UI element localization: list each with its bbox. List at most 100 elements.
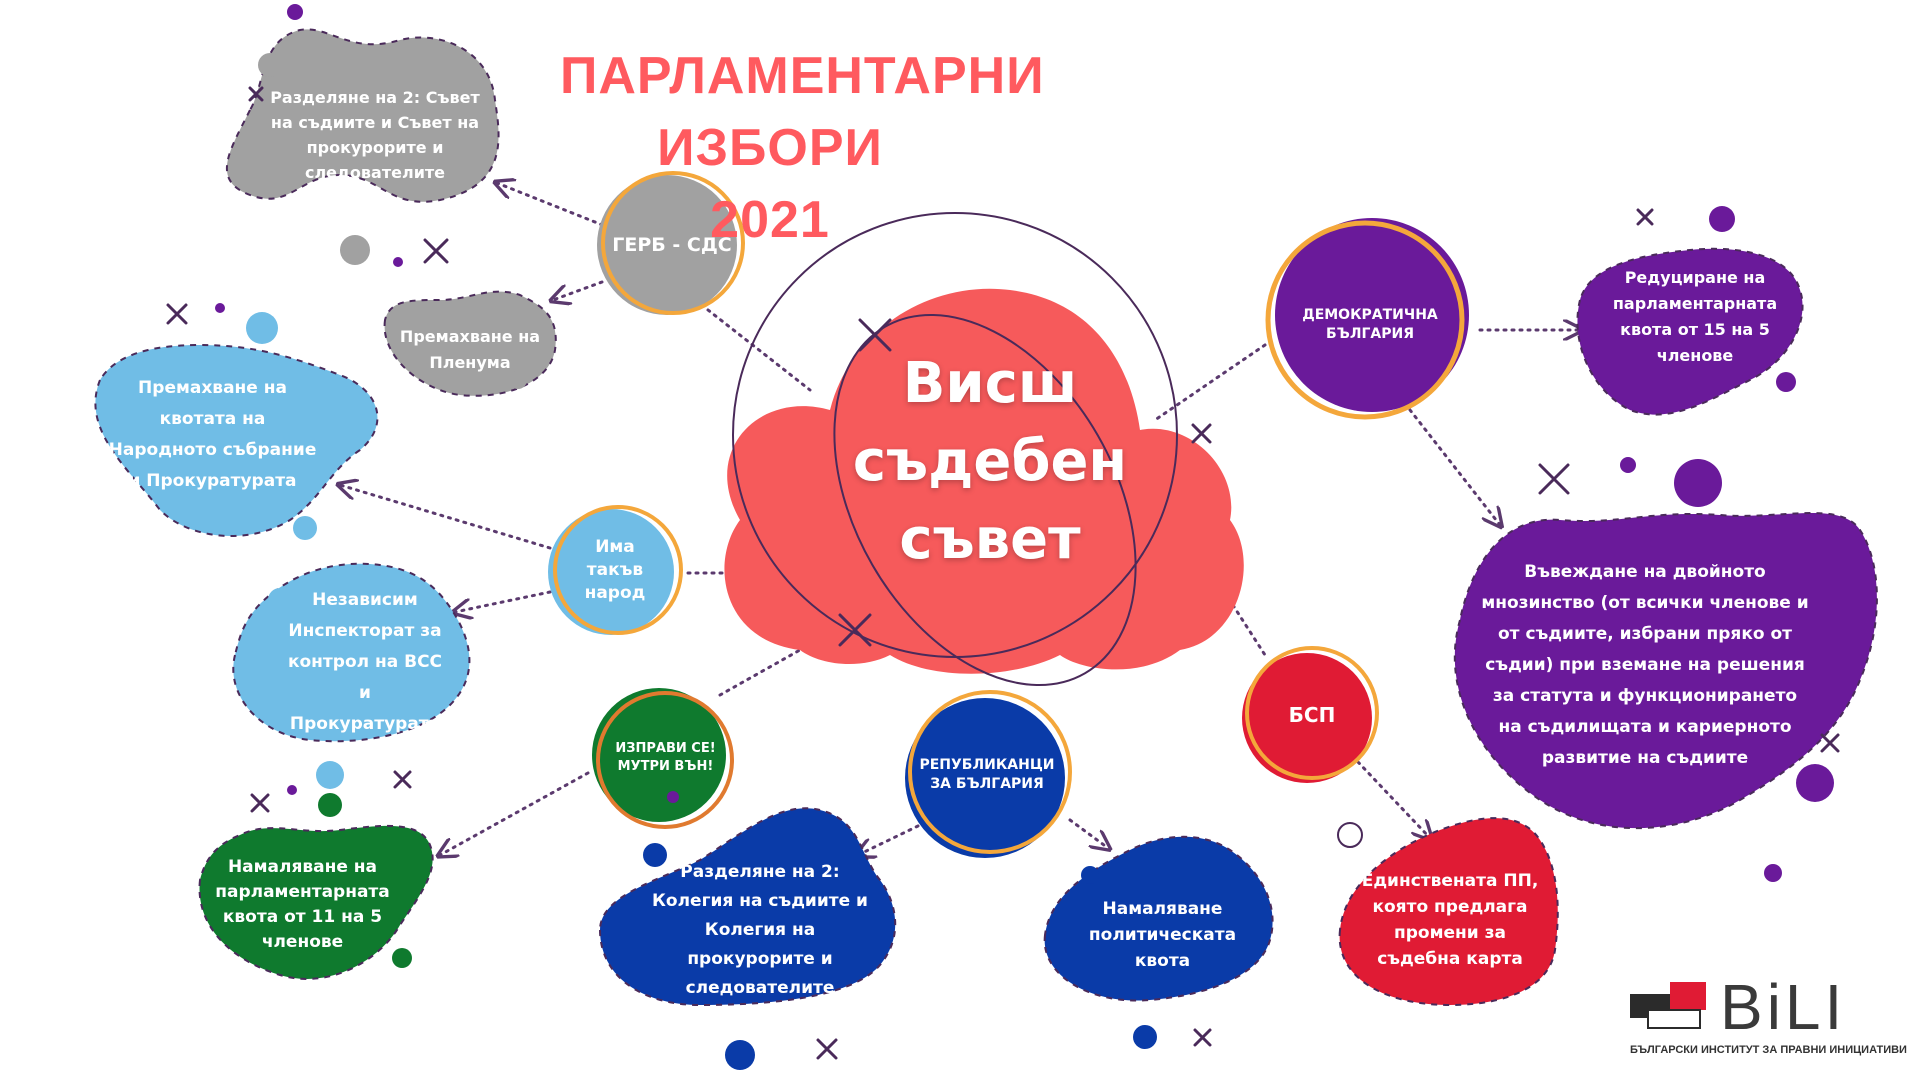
node-gerb-label: ГЕРБ - СДС <box>612 234 732 256</box>
node-izpravi-ring <box>596 691 734 829</box>
blob-gerb-1 <box>225 28 500 203</box>
blob-db-1 <box>1576 247 1804 416</box>
title-line-2: 2021 <box>710 191 830 249</box>
node-republikanci-label: РЕПУБЛИКАНЦИ ЗА БЪЛГАРИЯ <box>919 757 1055 792</box>
connector-izpravi-center <box>718 648 802 697</box>
connector-bsp-center <box>1218 583 1267 657</box>
proposal-bsp-1: Единствената ПП, която предлага промени … <box>1361 871 1539 969</box>
connector-lines <box>340 183 1580 855</box>
node-gerb-ring <box>601 171 745 315</box>
connector-izpravi-proposal-1 <box>440 771 590 855</box>
node-itn-label: Има такъв народ <box>584 536 646 603</box>
bili-logo-word: BiLI <box>1720 971 1847 1043</box>
node-izpravi-label: ИЗПРАВИ СЕ! МУТРИ ВЪН! <box>615 741 716 774</box>
deco-ring <box>1337 822 1363 848</box>
deco-dot <box>1081 866 1099 884</box>
deco-dot <box>316 761 344 789</box>
deco-cross <box>1191 423 1212 444</box>
deco-dot <box>293 516 317 540</box>
deco-dot <box>725 1040 755 1070</box>
deco-dot <box>287 785 297 795</box>
blob-itn-1 <box>94 343 379 537</box>
deco-dot <box>1776 372 1796 392</box>
proposal-republikanci-2: Намаляване политическата квота <box>1088 899 1237 971</box>
connector-bsp-proposal-1 <box>1356 760 1430 838</box>
deco-dot <box>1796 764 1834 802</box>
connector-republikanci-proposal-1 <box>858 824 920 855</box>
blob-bsp-1 <box>1338 817 1559 1007</box>
deco-dot <box>509 371 527 389</box>
proposal-blobs <box>94 28 1878 1007</box>
bili-logo-mark <box>1630 982 1706 1029</box>
deco-dot <box>258 53 282 77</box>
deco-dot <box>643 843 667 867</box>
node-izpravi[interactable] <box>592 688 734 829</box>
proposal-db-2: Въвеждане на двойното мнозинство (от вси… <box>1481 561 1809 768</box>
deco-cross <box>250 793 270 813</box>
deco-dot <box>340 235 370 265</box>
blob-izpravi-1 <box>198 824 434 980</box>
deco-cross <box>1538 463 1570 495</box>
proposal-gerb-1: Разделяне на 2: Съвет на съдиите и Съвет… <box>270 88 480 182</box>
deco-cross <box>858 318 892 352</box>
deco-dot <box>1133 1025 1157 1049</box>
center-label: Висш съдебен съвет <box>852 351 1128 572</box>
node-republikanci-fill <box>905 698 1065 858</box>
proposal-db-1: Редуциране на парламентарната квота от 1… <box>1612 268 1778 365</box>
node-db-ring <box>1265 220 1465 420</box>
deco-dot <box>318 793 342 817</box>
deco-dot <box>215 303 225 313</box>
deco-dot <box>1620 457 1636 473</box>
page-title: ПАРЛАМЕНТАРНИ ИЗБОРИ 2021 <box>560 40 1044 256</box>
proposal-gerb-2: Премахване на Пленума <box>399 327 541 372</box>
deco-dot <box>246 312 278 344</box>
blob-db-2 <box>1453 512 1878 830</box>
proposal-republikanci-1: Разделяне на 2: Колегия на съдиите и Кол… <box>652 862 868 998</box>
node-bsp-fill <box>1242 653 1372 783</box>
deco-cross <box>816 1038 838 1060</box>
deco-dot <box>287 4 303 20</box>
node-bsp-label: БСП <box>1288 703 1336 727</box>
connector-db-center <box>1153 343 1267 422</box>
proposal-itn-2: Независим Инспекторат за контрол на ВСС … <box>287 590 443 734</box>
deco-dot <box>667 791 679 803</box>
blob-gerb-2 <box>383 290 557 397</box>
title-line-1: ПАРЛАМЕНТАРНИ ИЗБОРИ <box>560 47 1045 177</box>
connector-republikanci-proposal-2 <box>1068 818 1108 848</box>
deco-cross <box>393 770 412 789</box>
deco-cross <box>423 238 449 264</box>
blob-republikanci-1 <box>598 807 897 1007</box>
connector-gerb-proposal-2 <box>553 280 604 300</box>
deco-cross <box>1193 1028 1212 1047</box>
deco-cross <box>1636 208 1654 226</box>
deco-dot <box>1764 864 1782 882</box>
node-db-fill <box>1275 218 1469 412</box>
blob-republikanci-2 <box>1043 835 1274 1002</box>
deco-dot <box>393 257 403 267</box>
bili-logo: BiLI БЪЛГАРСКИ ИНСТИТУТ ЗА ПРАВНИ ИНИЦИА… <box>1630 971 1907 1062</box>
node-izpravi-fill <box>592 688 726 822</box>
proposal-itn-1: Премахване на квотата на Народното събра… <box>108 378 317 491</box>
connector-db-proposal-2 <box>1408 408 1500 525</box>
deco-cross <box>248 86 264 102</box>
bili-logo-subtitle: БЪЛГАРСКИ ИНСТИТУТ ЗА ПРАВНИ ИНИЦИАТИВИ <box>1630 1044 1907 1056</box>
node-gerb[interactable] <box>597 171 745 315</box>
node-db-label: ДЕМОКРАТИЧНА БЪЛГАРИЯ <box>1302 307 1438 342</box>
node-itn-fill <box>548 509 674 635</box>
connector-gerb-center <box>706 308 812 392</box>
node-itn[interactable] <box>548 505 683 635</box>
node-bsp[interactable] <box>1242 646 1379 783</box>
node-itn-ring <box>553 505 683 635</box>
center-cloud <box>724 212 1244 686</box>
node-republikanci[interactable] <box>905 690 1072 858</box>
deco-cross <box>1820 733 1840 753</box>
node-db[interactable] <box>1265 218 1469 420</box>
node-republikanci-ring <box>908 690 1072 854</box>
deco-cross <box>166 303 188 325</box>
proposal-izpravi-1: Намаляване на парламентарната квота от 1… <box>215 857 390 952</box>
decorations <box>166 4 1840 1070</box>
node-bsp-ring <box>1245 646 1379 780</box>
party-nodes <box>548 171 1469 858</box>
deco-dot <box>392 948 412 968</box>
